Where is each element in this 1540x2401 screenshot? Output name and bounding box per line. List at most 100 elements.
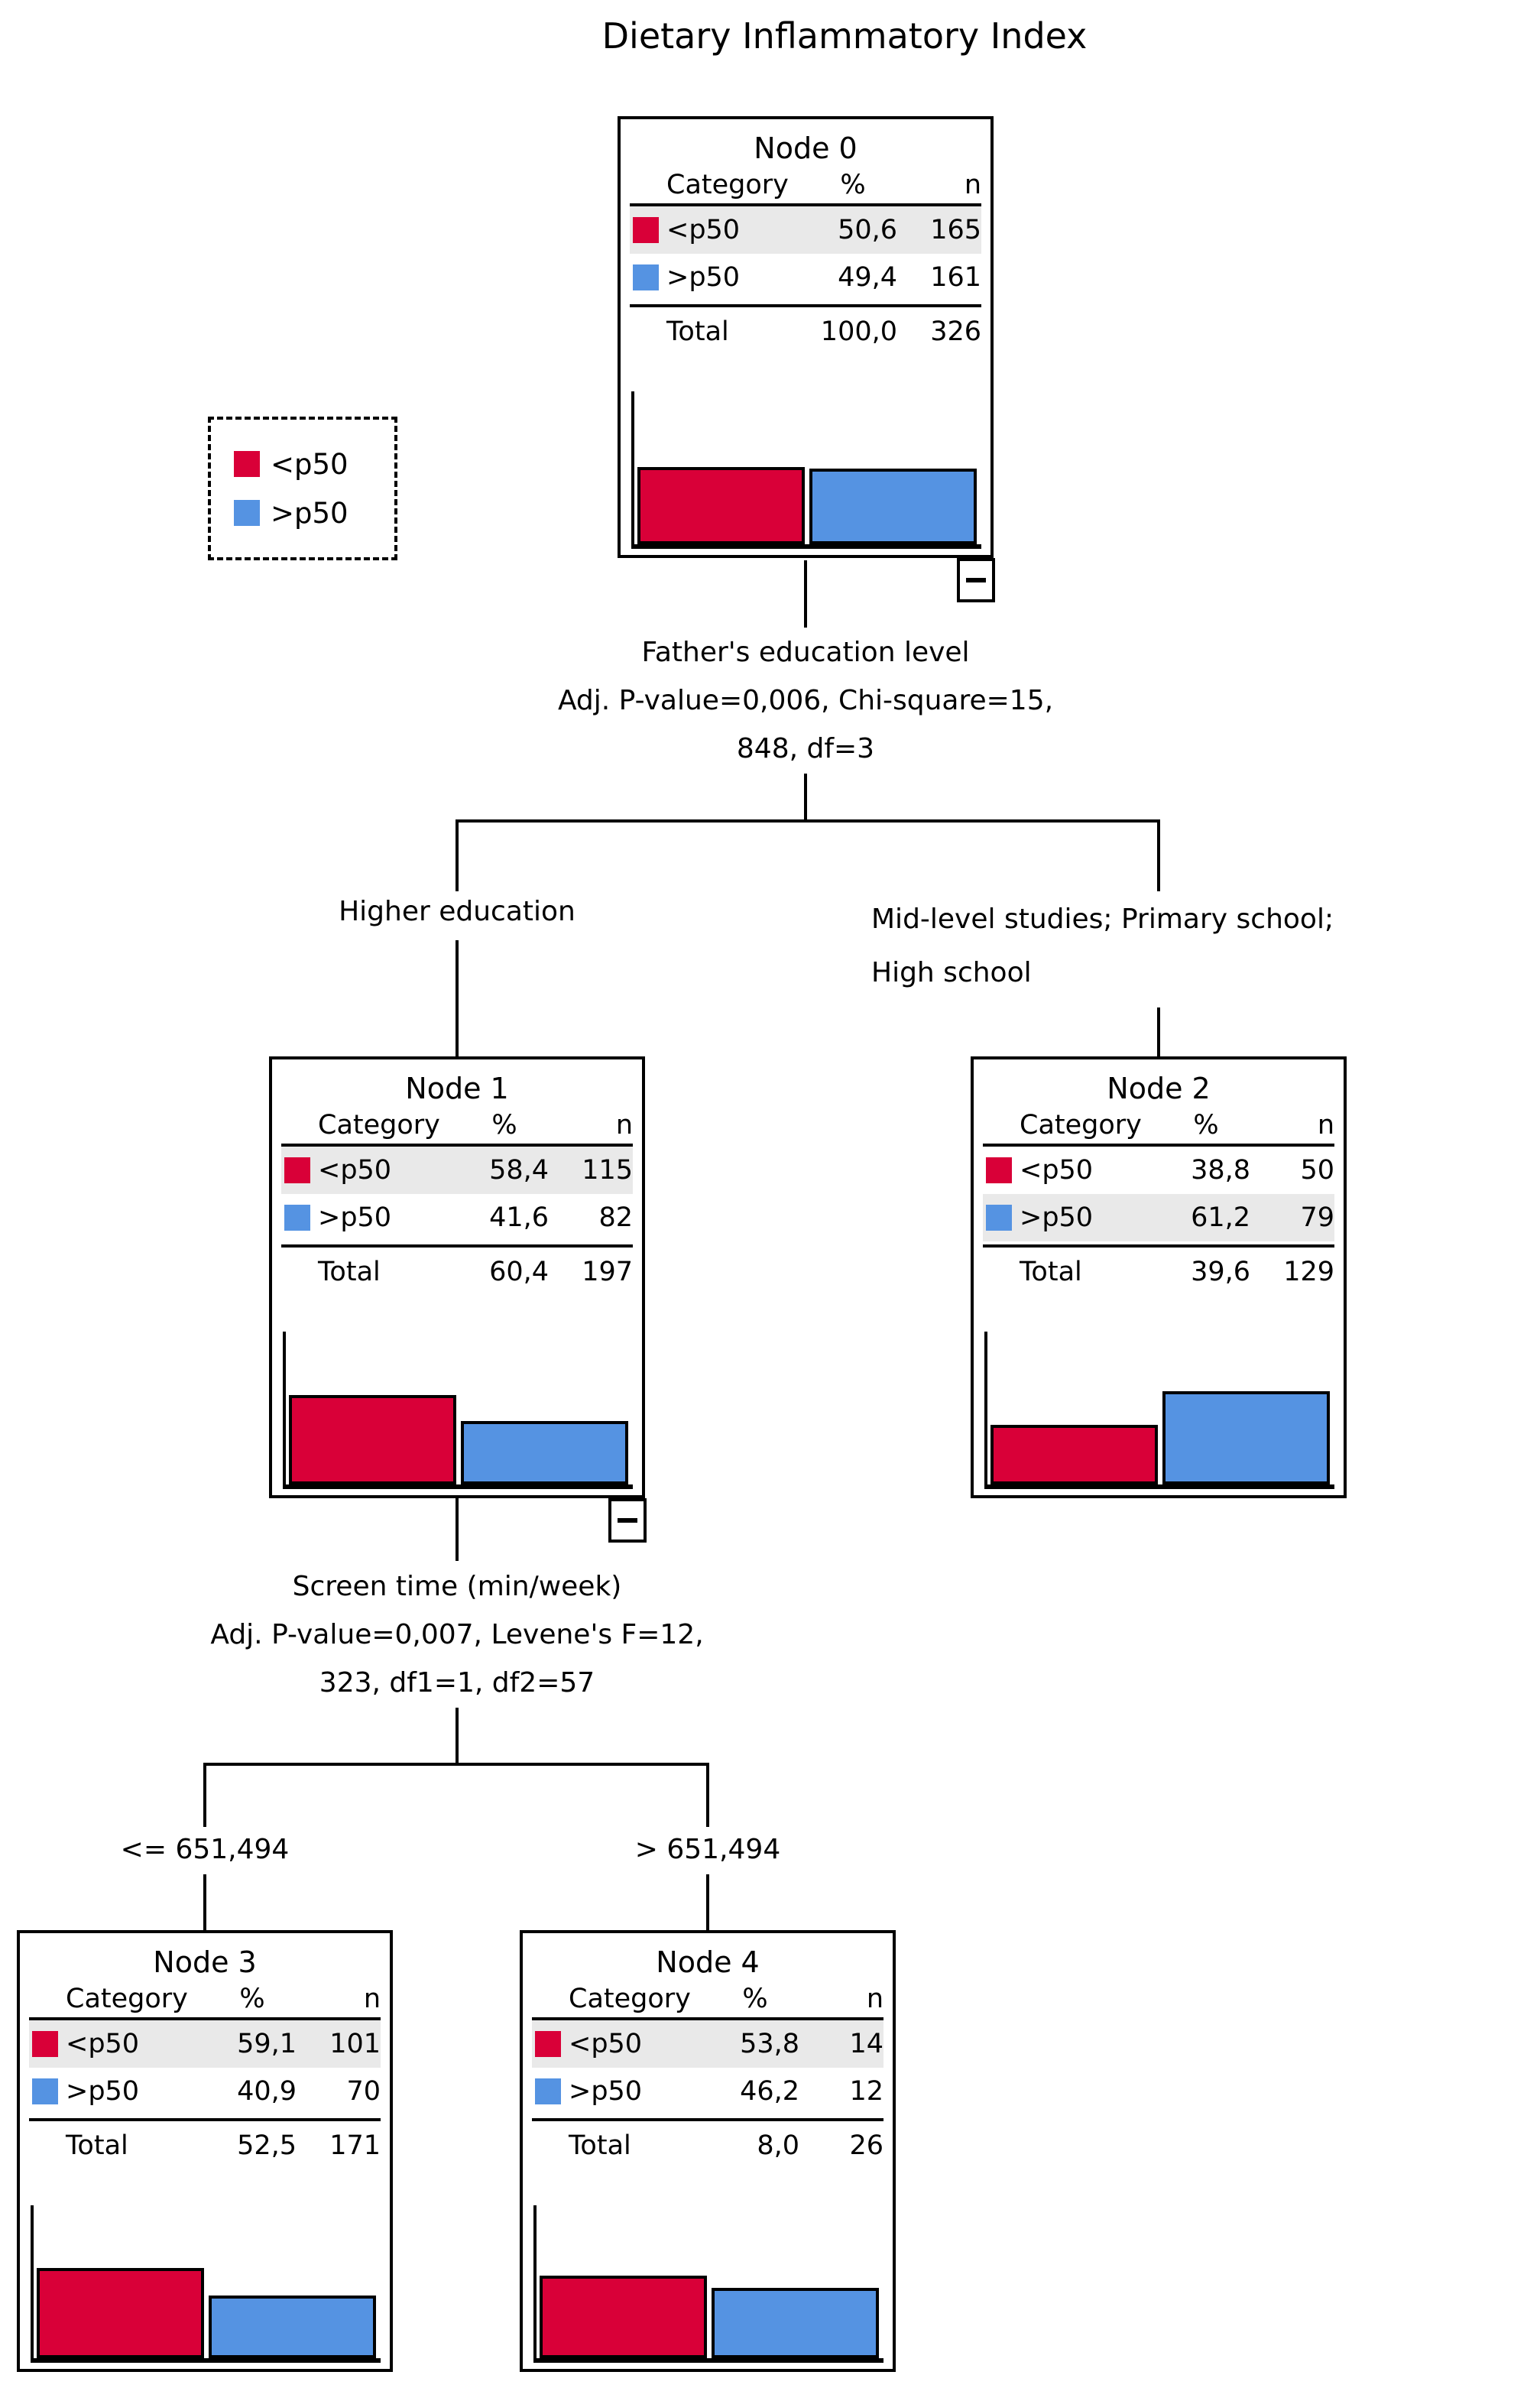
split-2-label: Screen time (min/week) Adj. P-value=0,00… bbox=[105, 1562, 809, 1707]
tree-node-0[interactable]: Node 0 Category % n <p50 50,6 165 >p50 4… bbox=[618, 116, 995, 602]
red-swatch-icon bbox=[633, 217, 659, 243]
bar-gt-p50 bbox=[1162, 1391, 1330, 1484]
x-axis bbox=[533, 2358, 883, 2363]
total-n: 129 bbox=[1283, 1257, 1334, 1287]
row-category: >p50 bbox=[569, 2076, 643, 2107]
table-row: >p50 61,2 79 bbox=[983, 1194, 1334, 1241]
row-n: 82 bbox=[598, 1202, 633, 1233]
row-n: 50 bbox=[1300, 1155, 1334, 1186]
tree-node-2[interactable]: Node 2 Category % n <p50 38,8 50 >p50 61… bbox=[971, 1056, 1347, 1498]
total-label: Total bbox=[66, 2130, 128, 2161]
header-category: Category bbox=[569, 1984, 691, 2014]
connector-branch1-right-upper bbox=[1157, 819, 1160, 891]
blue-swatch-icon bbox=[633, 264, 659, 290]
branch-label-gt-651: > 651,494 bbox=[634, 1834, 781, 1865]
connector-split1-down bbox=[804, 774, 807, 823]
red-swatch-icon bbox=[284, 1157, 310, 1183]
bar-lt-p50 bbox=[37, 2268, 204, 2358]
collapse-button[interactable] bbox=[608, 1498, 647, 1543]
bar-lt-p50 bbox=[289, 1395, 456, 1484]
header-rule bbox=[532, 2017, 883, 2020]
node-title: Node 4 bbox=[656, 1945, 760, 1979]
header-percent: % bbox=[742, 1984, 768, 2014]
node-table-header: Category % n bbox=[983, 1107, 1334, 1140]
split-stats-line-2: 848, df=3 bbox=[736, 733, 875, 764]
header-n: n bbox=[964, 170, 981, 200]
header-rule bbox=[281, 1144, 633, 1147]
bar-gt-p50 bbox=[712, 2288, 879, 2358]
connector-branch2-right-lower bbox=[706, 1874, 709, 1930]
header-n: n bbox=[866, 1984, 883, 2014]
row-percent: 59,1 bbox=[237, 2029, 297, 2059]
total-n: 171 bbox=[329, 2130, 381, 2161]
branch-label-lte-651: <= 651,494 bbox=[120, 1834, 290, 1865]
node-table-header: Category % n bbox=[281, 1107, 633, 1140]
row-n: 165 bbox=[930, 215, 981, 245]
node-title: Node 0 bbox=[754, 131, 858, 165]
x-axis bbox=[31, 2358, 381, 2363]
table-row: <p50 58,4 115 bbox=[281, 1147, 633, 1194]
total-percent: 8,0 bbox=[757, 2130, 799, 2161]
tree-node-1[interactable]: Node 1 Category % n <p50 58,4 115 >p50 4… bbox=[269, 1056, 647, 1543]
total-row: Total 39,6 129 bbox=[983, 1251, 1334, 1293]
bar-gt-p50 bbox=[809, 469, 977, 544]
total-n: 197 bbox=[582, 1257, 633, 1287]
total-n: 26 bbox=[849, 2130, 883, 2161]
row-percent: 58,4 bbox=[489, 1155, 549, 1186]
blue-swatch-icon bbox=[986, 1205, 1012, 1231]
node-title: Node 2 bbox=[1107, 1072, 1211, 1105]
y-axis bbox=[533, 2205, 537, 2358]
total-rule bbox=[983, 1244, 1334, 1248]
connector-branch2-left-upper bbox=[203, 1763, 206, 1827]
row-category: >p50 bbox=[666, 262, 741, 293]
bar-gt-p50 bbox=[461, 1421, 628, 1484]
branch-label-line: Mid-level studies; Primary school; bbox=[871, 904, 1334, 935]
connector-branch1-left-lower bbox=[456, 940, 459, 1056]
collapse-button[interactable] bbox=[957, 558, 995, 602]
red-swatch-icon bbox=[986, 1157, 1012, 1183]
node-table-header: Category % n bbox=[532, 1981, 883, 2014]
node-table-header: Category % n bbox=[630, 167, 981, 200]
header-rule bbox=[630, 203, 981, 206]
tree-title: Dietary Inflammatory Index bbox=[601, 15, 1088, 57]
row-percent: 49,4 bbox=[838, 262, 897, 293]
total-label: Total bbox=[318, 1257, 381, 1287]
total-percent: 100,0 bbox=[820, 316, 897, 347]
table-row: >p50 46,2 12 bbox=[532, 2068, 883, 2115]
y-axis bbox=[283, 1332, 286, 1484]
split-stats-line-2: 323, df1=1, df2=57 bbox=[319, 1667, 595, 1699]
x-axis bbox=[283, 1484, 633, 1489]
total-n: 326 bbox=[930, 316, 981, 347]
connector-split1-horizontal bbox=[456, 819, 1160, 823]
header-n: n bbox=[615, 1110, 633, 1140]
row-category: >p50 bbox=[1020, 1202, 1094, 1233]
row-category: <p50 bbox=[569, 2029, 643, 2059]
split-stats-line-1: Adj. P-value=0,007, Levene's F=12, bbox=[210, 1619, 704, 1650]
branch-label-line: High school bbox=[871, 957, 1032, 988]
split-stats-line-1: Adj. P-value=0,006, Chi-square=15, bbox=[557, 685, 1054, 716]
split-variable: Father's education level bbox=[641, 637, 970, 668]
split-1-label: Father's education level Adj. P-value=0,… bbox=[454, 628, 1157, 773]
connector-branch1-right-lower bbox=[1157, 1007, 1160, 1056]
row-n: 115 bbox=[582, 1155, 633, 1186]
total-row: Total 100,0 326 bbox=[630, 310, 981, 353]
red-swatch-icon bbox=[32, 2031, 58, 2057]
connector-node0-down bbox=[804, 560, 807, 628]
blue-swatch-icon bbox=[535, 2078, 561, 2104]
total-label: Total bbox=[666, 316, 729, 347]
table-row: <p50 50,6 165 bbox=[630, 206, 981, 254]
table-row: <p50 38,8 50 bbox=[983, 1147, 1334, 1194]
total-rule bbox=[630, 304, 981, 307]
collapse-minus-icon bbox=[618, 1518, 637, 1523]
tree-node-3[interactable]: Node 3 Category % n <p50 59,1 101 >p50 4… bbox=[17, 1930, 393, 2372]
row-category: <p50 bbox=[666, 215, 741, 245]
header-n: n bbox=[1317, 1110, 1334, 1140]
total-percent: 39,6 bbox=[1191, 1257, 1250, 1287]
connector-split2-horizontal bbox=[203, 1763, 709, 1766]
header-percent: % bbox=[239, 1984, 265, 2014]
total-label: Total bbox=[1020, 1257, 1082, 1287]
tree-node-4[interactable]: Node 4 Category % n <p50 53,8 14 >p50 46… bbox=[520, 1930, 896, 2372]
table-row: >p50 41,6 82 bbox=[281, 1194, 633, 1241]
total-rule bbox=[29, 2118, 381, 2121]
